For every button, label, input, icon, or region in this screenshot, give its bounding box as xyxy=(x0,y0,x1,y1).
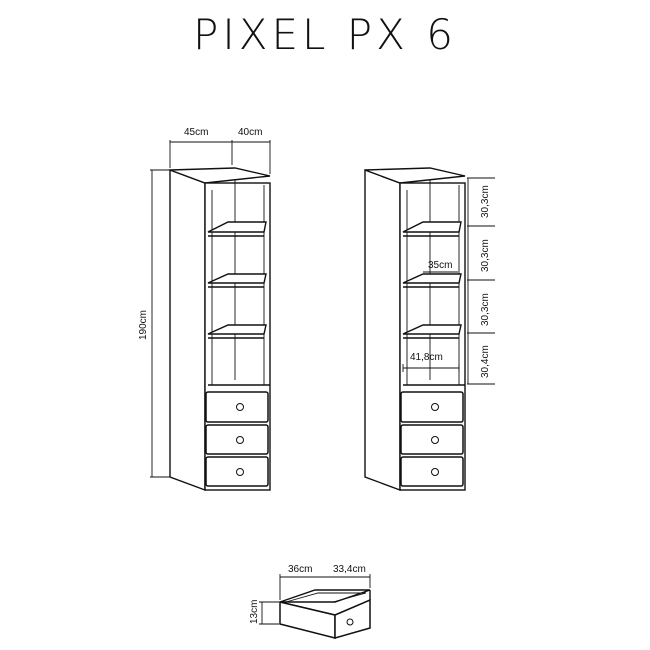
width-label: 45cm xyxy=(184,127,208,138)
shelf xyxy=(207,324,267,335)
compartment-2-label: 30,3cm xyxy=(480,239,491,272)
left-cabinet-shelves xyxy=(207,221,270,386)
product-title: PIXEL PX 6 xyxy=(193,10,457,59)
drawer-depth-label: 33,4cm xyxy=(333,564,366,575)
drawer-height-label: 13cm xyxy=(249,600,260,624)
drawer-knob[interactable] xyxy=(431,403,439,411)
height-label: 190cm xyxy=(138,310,149,340)
left-cabinet-side xyxy=(169,168,206,492)
drawer-knob[interactable] xyxy=(236,468,244,476)
left-cabinet: 45cm 40cm 190cm xyxy=(138,127,271,492)
drawer-width-label: 36cm xyxy=(288,564,312,575)
compartment-1-label: 30,3cm xyxy=(480,185,491,218)
inner-width-label: 41,8cm xyxy=(410,352,443,363)
drawer-knob[interactable] xyxy=(236,436,244,444)
depth-label: 40cm xyxy=(238,127,262,138)
right-cabinet: 30,3cm 30,3cm 30,3cm 30,4cm 35cm 41,8cm xyxy=(364,167,495,492)
shelf xyxy=(207,221,267,233)
drawer-knob[interactable] xyxy=(431,468,439,476)
shelf-depth-label: 35cm xyxy=(428,260,452,271)
left-dimensions xyxy=(150,140,271,478)
shelf xyxy=(402,221,462,233)
left-cabinet-top xyxy=(169,167,271,184)
right-cabinet-top xyxy=(364,167,466,184)
right-cabinet-shelves xyxy=(402,221,465,386)
shelf xyxy=(402,324,462,335)
drawer-knob[interactable] xyxy=(431,436,439,444)
shelf xyxy=(402,273,462,284)
right-cabinet-side xyxy=(364,168,401,492)
drawer-detail: 36cm 33,4cm 13cm xyxy=(249,564,371,639)
right-dimensions xyxy=(402,177,495,385)
drawer-box-front xyxy=(334,598,371,639)
drawer-detail-knob xyxy=(346,618,354,626)
drawer-box-side xyxy=(279,601,336,639)
compartment-3-label: 30,3cm xyxy=(480,293,491,326)
drawer-knob[interactable] xyxy=(236,403,244,411)
left-cabinet-drawers xyxy=(205,391,269,487)
compartment-4-label: 30,4cm xyxy=(480,345,491,378)
shelf xyxy=(207,273,267,284)
right-cabinet-drawers xyxy=(400,391,464,487)
